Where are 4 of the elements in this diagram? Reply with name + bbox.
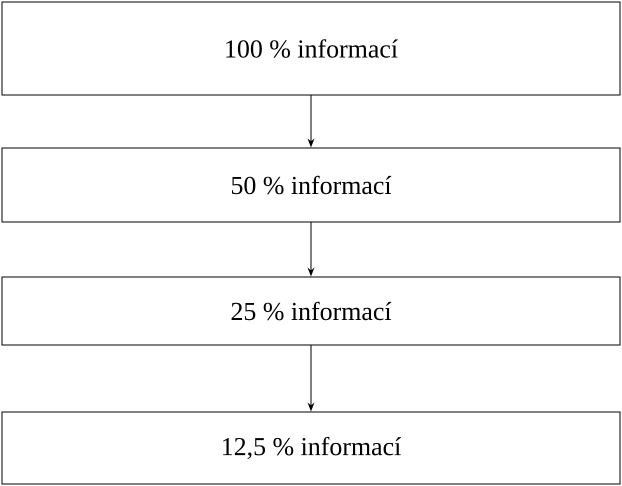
process-box: 12,5 % informací bbox=[2, 412, 620, 484]
process-box: 50 % informací bbox=[2, 148, 620, 222]
process-box: 100 % informací bbox=[2, 2, 620, 96]
process-box: 25 % informací bbox=[2, 276, 620, 346]
